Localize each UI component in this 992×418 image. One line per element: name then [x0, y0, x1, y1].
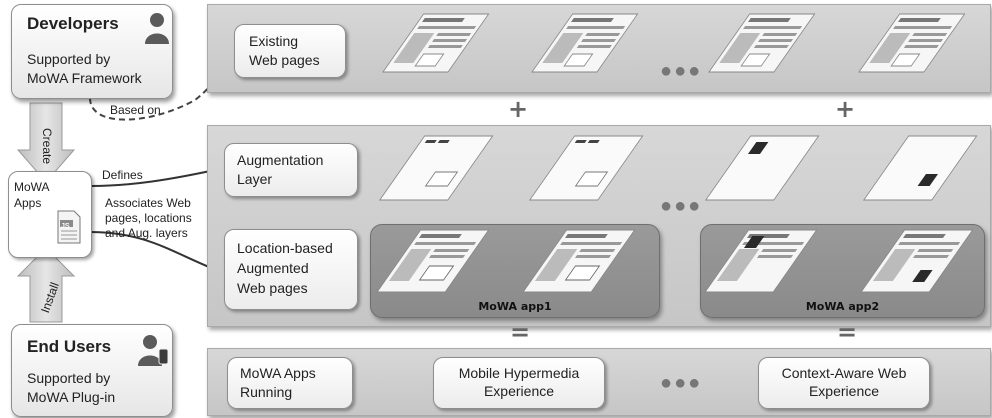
based-on-connector	[89, 50, 234, 121]
equals-sign-2: =	[837, 318, 858, 346]
existing-line1: Existing	[249, 33, 299, 49]
augmented-page-3	[704, 229, 818, 293]
mowa-app2-label: MoWA app2	[805, 300, 880, 313]
based-on-label: Based on	[110, 103, 161, 117]
end-users-title: End Users	[27, 337, 112, 356]
existing-web-page-3	[708, 13, 816, 73]
mobile-line2: Experience	[483, 383, 555, 399]
mobile-hypermedia-box: Mobile Hypermedia Experience	[433, 357, 605, 409]
developers-box: Developers Supported by MoWA Framework	[11, 4, 173, 99]
augmentation-line2: Layer	[237, 171, 273, 187]
developers-title: Developers	[27, 14, 119, 33]
mowa-apps-line1: MoWA	[14, 180, 50, 194]
ellipsis-existing: ●●●	[660, 60, 703, 82]
augmentation-line1: Augmentation	[237, 152, 324, 168]
existing-web-page-4	[858, 13, 966, 73]
location-line3: Web pages	[237, 280, 308, 296]
end-users-subtitle-line2: MoWA Plug-in	[27, 389, 116, 405]
ellipsis-augmentation: ●●●	[660, 195, 703, 217]
end-users-subtitle-line1: Supported by	[27, 370, 111, 386]
plus-sign-2: +	[835, 95, 856, 123]
context-aware-box: Context-Aware Web Experience	[758, 357, 930, 409]
mobile-user-icon	[138, 335, 169, 366]
location-based-box: Location-based Augmented Web pages	[224, 229, 358, 310]
existing-web-page-1	[382, 13, 490, 73]
existing-line2: Web pages	[249, 52, 320, 68]
context-line1: Context-Aware Web	[781, 365, 907, 381]
associates-line1: Associates Web	[105, 196, 191, 210]
developers-subtitle-line2: MoWA Framework	[27, 70, 142, 86]
augmented-page-2	[522, 229, 636, 293]
ellipsis-experiences: ●●●	[660, 372, 703, 394]
defines-connector	[91, 163, 226, 187]
end-users-box: End Users Supported by MoWA Plug-in	[11, 324, 173, 417]
create-arrow	[16, 102, 76, 183]
js-file-icon	[57, 210, 81, 244]
defines-label: Defines	[102, 168, 143, 182]
person-icon	[145, 13, 169, 44]
mowa-app1-label: MoWA app1	[478, 300, 552, 313]
developers-subtitle-line1: Supported by	[27, 51, 111, 67]
mowa-apps-running-box: MoWA Apps Running	[227, 357, 353, 409]
location-line2: Augmented	[237, 260, 309, 276]
mowa-apps-line2: Apps	[14, 196, 42, 210]
plus-sign-1: +	[508, 95, 529, 123]
augmentation-layer-1	[378, 135, 494, 201]
running-line1: MoWA Apps	[240, 365, 316, 381]
running-line2: Running	[240, 384, 293, 400]
associates-line2: pages, locations	[105, 211, 192, 225]
existing-web-page-2	[531, 13, 639, 73]
mobile-line1: Mobile Hypermedia	[458, 365, 580, 381]
create-label: Create	[40, 128, 54, 165]
existing-web-pages-box: Existing Web pages	[234, 24, 346, 78]
equals-sign-1: =	[510, 318, 531, 346]
augmentation-layer-3	[704, 135, 820, 201]
install-arrow	[16, 247, 76, 323]
js-file-label: JS	[61, 223, 70, 230]
augmented-page-4	[860, 229, 974, 293]
augmentation-layer-2	[528, 135, 644, 201]
augmented-page-1	[376, 229, 490, 293]
location-line1: Location-based	[237, 240, 333, 256]
augmentation-layer-4	[862, 135, 978, 201]
mowa-apps-box: MoWA Apps JS	[8, 171, 92, 258]
augmentation-layer-box: Augmentation Layer	[224, 143, 358, 197]
context-line2: Experience	[808, 383, 880, 399]
associates-line3: and Aug. layers	[105, 226, 188, 240]
